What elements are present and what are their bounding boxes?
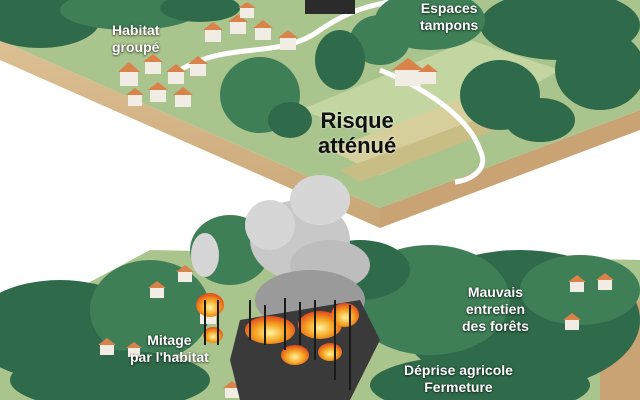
road: [379, 67, 485, 185]
label-line: Fermeture: [424, 379, 493, 395]
top-block-right-side: [380, 110, 640, 228]
forest-top-right: [350, 0, 640, 142]
label-buffer-zones: Espaces tampons: [420, 0, 478, 34]
burnt-patch: [305, 0, 355, 14]
label-line: des forêts: [462, 318, 529, 334]
village-houses: [118, 2, 438, 107]
label-agricultural-decline: Déprise agricole Fermeture: [404, 362, 513, 396]
label-line: par l'habitat: [130, 349, 209, 365]
label-line: Espaces: [420, 0, 478, 16]
forest-bottom-left: [0, 215, 270, 400]
label-grouped-housing: Habitat groupé: [112, 22, 159, 56]
road: [178, 0, 401, 73]
smoke-cloud: [191, 175, 370, 330]
label-line: Mauvais: [467, 284, 524, 300]
label-line: tampons: [420, 17, 479, 33]
top-block-left-side: [0, 40, 380, 228]
label-poor-maintenance: Mauvais entretien des forêts: [462, 284, 529, 335]
label-line: entretien: [465, 301, 526, 317]
charred-trees: [204, 298, 351, 390]
label-line: Déprise agricole: [404, 362, 513, 378]
label-line: Mitage: [147, 332, 192, 348]
field-stripe: [340, 118, 500, 182]
forest-top-middle: [220, 30, 365, 138]
label-line: Risque: [320, 108, 394, 133]
label-scattered-housing: Mitage par l'habitat: [130, 332, 209, 366]
label-line: Habitat: [112, 22, 160, 38]
label-risk-level: Risque atténué: [318, 108, 396, 158]
top-block: [0, 0, 640, 228]
label-line: groupé: [112, 39, 160, 55]
forest-top-left: [0, 0, 240, 48]
label-line: atténué: [318, 133, 397, 158]
bottom-block: [0, 175, 640, 400]
